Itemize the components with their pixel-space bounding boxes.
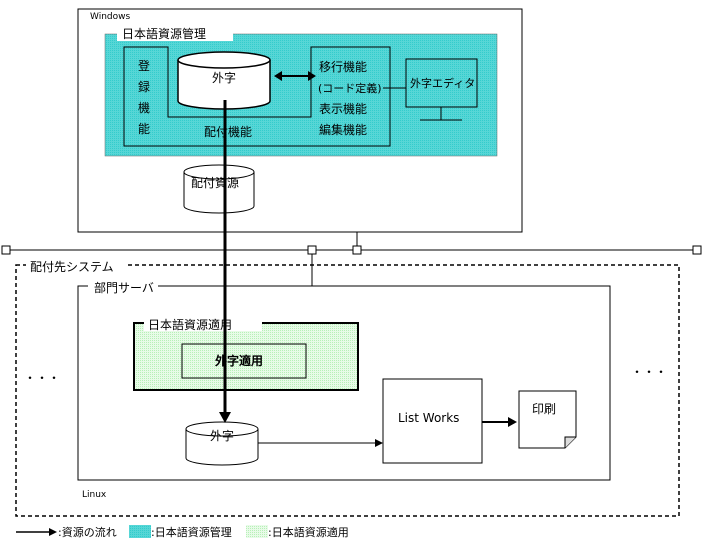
gaiji-database-bottom: 外字 — [185, 421, 259, 466]
resource-flow-arrow — [219, 100, 231, 423]
node-server — [307, 245, 317, 255]
registration-char-2: 録 — [138, 79, 150, 94]
registration-char-4: 能 — [138, 122, 150, 136]
migration-line-4: 編集機能 — [319, 122, 367, 137]
apply-title: 日本語資源適用 — [148, 317, 232, 332]
mgmt-block: 日本語資源管理 — [104, 26, 498, 157]
migration-line-3: 表示機能 — [319, 101, 367, 116]
network-bus — [1, 232, 702, 286]
department-server-label: 部門サーバ — [94, 280, 154, 295]
migration-line-1: 移行機能 — [319, 59, 367, 74]
legend-apply-swatch — [246, 525, 268, 538]
dots-right: ・・・ — [631, 365, 667, 379]
distribution-resource-db: 配付資源 — [183, 164, 255, 214]
gaiji-db-label: 外字 — [212, 70, 236, 85]
node-windows — [352, 245, 362, 255]
print-document: 印刷 — [518, 390, 577, 449]
distribution-function-label: 配付機能 — [204, 124, 252, 139]
target-system-label: 配付先システム — [30, 260, 114, 274]
legend: :資源の流れ :日本語資源管理 :日本語資源適用 — [16, 525, 349, 539]
gaiji-editor-monitor: 外字エディタ — [405, 58, 478, 121]
gaiji-database-top: 外字 — [177, 51, 271, 110]
registration-function: 登 録 機 能 — [138, 58, 150, 136]
apply-block: 日本語資源適用 外字適用 — [133, 316, 359, 391]
gaiji-apply-label: 外字適用 — [215, 353, 263, 368]
listworks-box: List Works — [382, 378, 483, 464]
legend-apply-label: :日本語資源適用 — [268, 525, 349, 539]
mgmt-title: 日本語資源管理 — [122, 26, 206, 41]
distribution-resource-label: 配付資源 — [191, 176, 239, 190]
dots-left: ・・・ — [24, 371, 60, 385]
gaiji-editor-label: 外字エディタ — [410, 76, 475, 90]
node-left — [1, 245, 11, 255]
linux-label: Linux — [82, 490, 107, 500]
legend-mgmt-label: :日本語資源管理 — [151, 525, 232, 539]
arrow-to-listworks — [258, 439, 383, 447]
legend-mgmt-swatch — [129, 525, 151, 538]
arrow-to-print — [482, 417, 517, 427]
migration-functions: 移行機能 (コード定義) 表示機能 編集機能 — [318, 59, 406, 137]
distribution-frame — [123, 46, 391, 147]
listworks-label: List Works — [398, 411, 459, 425]
legend-flow-label: :資源の流れ — [58, 525, 117, 539]
target-system-box: 配付先システム — [15, 258, 680, 517]
gaiji-bottom-label: 外字 — [210, 428, 234, 443]
node-right — [692, 245, 702, 255]
registration-char-1: 登 — [138, 58, 150, 73]
bidirectional-arrow — [274, 71, 316, 81]
migration-line-2: (コード定義) — [318, 81, 382, 95]
registration-char-3: 機 — [138, 100, 150, 115]
print-label: 印刷 — [532, 402, 556, 416]
windows-label: Windows — [90, 12, 130, 22]
